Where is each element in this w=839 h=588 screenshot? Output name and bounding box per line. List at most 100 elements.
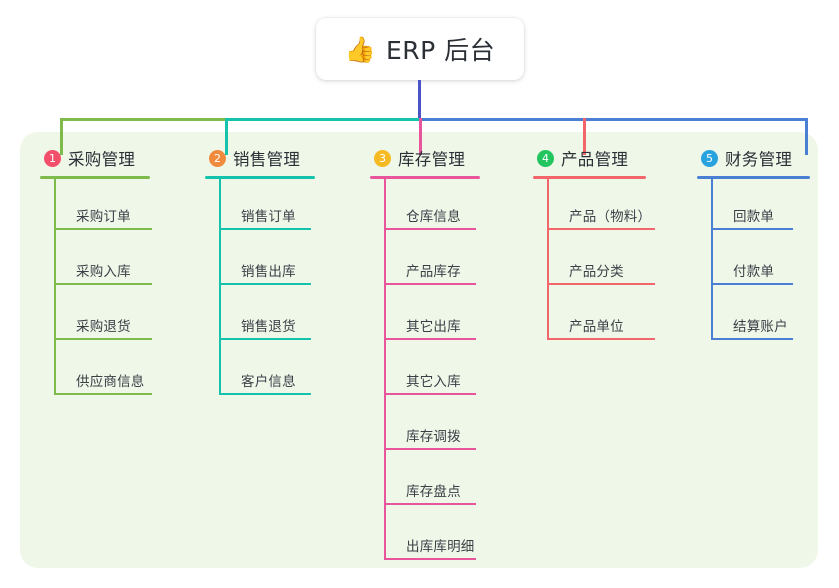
category-header-2[interactable]: 2 销售管理 bbox=[205, 146, 300, 170]
diagram-panel bbox=[20, 132, 818, 568]
category-title: 采购管理 bbox=[68, 150, 136, 169]
leaf-label: 仓库信息 bbox=[406, 209, 461, 225]
category-header-4[interactable]: 4 产品管理 bbox=[533, 146, 628, 170]
category-underline bbox=[533, 176, 646, 179]
category-header-1[interactable]: 1 采购管理 bbox=[40, 146, 135, 170]
leaf-underline bbox=[219, 283, 311, 285]
leaf-item[interactable]: 出库库明细 bbox=[384, 530, 476, 560]
category-column-5: 5 财务管理回款单付款单结算账户 bbox=[697, 146, 810, 340]
category-underline bbox=[40, 176, 150, 179]
leaf-item[interactable]: 客户信息 bbox=[219, 365, 311, 395]
category-number-badge: 1 bbox=[44, 149, 61, 167]
bus-segment-1 bbox=[60, 118, 225, 121]
category-title: 库存管理 bbox=[398, 150, 466, 169]
leaf-item[interactable]: 回款单 bbox=[711, 200, 793, 230]
leaf-label: 其它出库 bbox=[406, 319, 461, 335]
category-column-3: 3 库存管理仓库信息产品库存其它出库其它入库库存调拨库存盘点出库库明细 bbox=[370, 146, 480, 560]
leaf-item[interactable]: 结算账户 bbox=[711, 310, 793, 340]
leaf-item[interactable]: 采购退货 bbox=[54, 310, 152, 340]
bus-segment-3 bbox=[419, 118, 808, 121]
branch-drop-2 bbox=[225, 118, 228, 155]
leaf-label: 付款单 bbox=[733, 264, 775, 280]
leaf-label: 产品（物料） bbox=[569, 209, 652, 225]
category-header-3[interactable]: 3 库存管理 bbox=[370, 146, 465, 170]
category-header-5[interactable]: 5 财务管理 bbox=[697, 146, 792, 170]
leaf-item[interactable]: 采购订单 bbox=[54, 200, 152, 230]
category-column-2: 2 销售管理销售订单销售出库销售退货客户信息 bbox=[205, 146, 315, 395]
leaf-item[interactable]: 产品（物料） bbox=[547, 200, 655, 230]
leaf-underline bbox=[547, 338, 655, 340]
leaf-item[interactable]: 产品分类 bbox=[547, 255, 655, 285]
leaf-item[interactable]: 库存盘点 bbox=[384, 475, 476, 505]
category-title: 产品管理 bbox=[561, 150, 629, 169]
leaf-underline bbox=[384, 503, 476, 505]
leaf-label: 采购入库 bbox=[76, 264, 131, 280]
leaf-item[interactable]: 其它入库 bbox=[384, 365, 476, 395]
leaf-label: 产品单位 bbox=[569, 319, 624, 335]
leaf-label: 出库库明细 bbox=[406, 539, 475, 555]
leaf-underline bbox=[219, 338, 311, 340]
root-trunk-line bbox=[418, 80, 421, 121]
leaf-underline bbox=[711, 283, 793, 285]
leaf-item[interactable]: 销售订单 bbox=[219, 200, 311, 230]
leaf-item[interactable]: 库存调拨 bbox=[384, 420, 476, 450]
category-number-badge: 5 bbox=[701, 149, 718, 167]
leaf-spine bbox=[54, 179, 56, 395]
leaf-item[interactable]: 仓库信息 bbox=[384, 200, 476, 230]
leaf-spine bbox=[384, 179, 386, 560]
leaf-underline bbox=[219, 393, 311, 395]
leaf-item[interactable]: 销售出库 bbox=[219, 255, 311, 285]
category-underline bbox=[205, 176, 315, 179]
branch-drop-3 bbox=[419, 118, 422, 155]
leaf-underline bbox=[384, 558, 476, 560]
branch-drop-5 bbox=[805, 118, 808, 155]
leaf-label: 其它入库 bbox=[406, 374, 461, 390]
root-node[interactable]: 👍 ERP 后台 bbox=[316, 18, 524, 80]
leaf-label: 产品库存 bbox=[406, 264, 461, 280]
leaf-label: 采购退货 bbox=[76, 319, 131, 335]
category-column-1: 1 采购管理采购订单采购入库采购退货供应商信息 bbox=[40, 146, 152, 395]
leaf-item[interactable]: 供应商信息 bbox=[54, 365, 152, 395]
thumbs-up-icon: 👍 bbox=[344, 34, 376, 64]
leaf-label: 采购订单 bbox=[76, 209, 131, 225]
leaf-underline bbox=[54, 393, 152, 395]
leaf-item[interactable]: 产品库存 bbox=[384, 255, 476, 285]
leaf-underline bbox=[384, 283, 476, 285]
category-column-4: 4 产品管理产品（物料） 产品分类产品单位 bbox=[533, 146, 655, 340]
leaf-underline bbox=[54, 338, 152, 340]
leaf-underline bbox=[54, 283, 152, 285]
leaf-label: 销售订单 bbox=[241, 209, 296, 225]
leaf-underline bbox=[219, 228, 311, 230]
leaf-underline bbox=[54, 228, 152, 230]
leaf-label: 结算账户 bbox=[733, 319, 788, 335]
branch-drop-4 bbox=[583, 118, 586, 155]
category-underline bbox=[697, 176, 810, 179]
leaf-underline bbox=[711, 228, 793, 230]
leaf-underline bbox=[547, 283, 655, 285]
leaf-label: 库存调拨 bbox=[406, 429, 461, 445]
leaf-label: 回款单 bbox=[733, 209, 775, 225]
branch-drop-1 bbox=[60, 118, 63, 155]
leaf-label: 销售退货 bbox=[241, 319, 296, 335]
leaf-label: 产品分类 bbox=[569, 264, 624, 280]
leaf-spine bbox=[547, 179, 549, 340]
category-number-badge: 2 bbox=[209, 149, 226, 167]
leaf-item[interactable]: 付款单 bbox=[711, 255, 793, 285]
leaf-underline bbox=[384, 448, 476, 450]
leaf-underline bbox=[711, 338, 793, 340]
leaf-spine bbox=[219, 179, 221, 395]
leaf-label: 客户信息 bbox=[241, 374, 296, 390]
leaf-item[interactable]: 产品单位 bbox=[547, 310, 655, 340]
leaf-underline bbox=[384, 393, 476, 395]
category-title: 销售管理 bbox=[233, 150, 301, 169]
category-title: 财务管理 bbox=[725, 150, 793, 169]
leaf-item[interactable]: 其它出库 bbox=[384, 310, 476, 340]
leaf-label: 库存盘点 bbox=[406, 484, 461, 500]
leaf-item[interactable]: 采购入库 bbox=[54, 255, 152, 285]
category-number-badge: 3 bbox=[374, 149, 391, 167]
category-number-badge: 4 bbox=[537, 149, 554, 167]
leaf-item[interactable]: 销售退货 bbox=[219, 310, 311, 340]
root-title: ERP 后台 bbox=[385, 36, 496, 65]
leaf-underline bbox=[384, 228, 476, 230]
